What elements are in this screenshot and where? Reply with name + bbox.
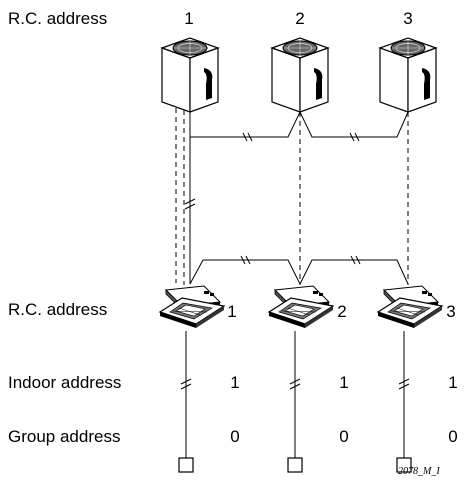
group-address-label: Group address	[8, 427, 121, 446]
outdoor-rc-address-2: 2	[295, 9, 305, 28]
outdoor-unit-1	[160, 37, 220, 113]
indoor-unit-1	[158, 285, 226, 328]
indoor-rc-address-3: 3	[446, 302, 456, 321]
figure-reference: 2078_M_I	[398, 466, 440, 477]
rc-address-label-top: R.C. address	[8, 9, 108, 28]
group-address-1: 0	[230, 427, 240, 446]
outdoor-unit-2	[270, 37, 330, 113]
indoor-rc-address-2: 2	[337, 302, 347, 321]
remote-controller-1	[178, 457, 194, 473]
indoor-address-3: 1	[448, 373, 458, 392]
rc-address-label-indoor: R.C. address	[8, 300, 108, 319]
indoor-address-2: 1	[339, 373, 349, 392]
outdoor-unit-3	[378, 37, 438, 113]
remote-controller-3	[396, 457, 412, 473]
group-address-3: 0	[448, 427, 458, 446]
indoor-transmission-line	[189, 259, 409, 286]
outdoor-transmission-line	[189, 110, 409, 138]
group-address-2: 0	[339, 427, 349, 446]
outdoor-rc-address-3: 3	[403, 9, 413, 28]
indoor-address-label: Indoor address	[8, 373, 122, 392]
indoor-unit-2	[267, 285, 335, 328]
wiring	[175, 108, 410, 458]
indoor-rc-address-1: 1	[227, 302, 237, 321]
indoor-address-1: 1	[230, 373, 240, 392]
remote-controller-2	[287, 457, 303, 473]
outdoor-rc-address-1: 1	[184, 9, 194, 28]
indoor-unit-3	[376, 285, 444, 328]
